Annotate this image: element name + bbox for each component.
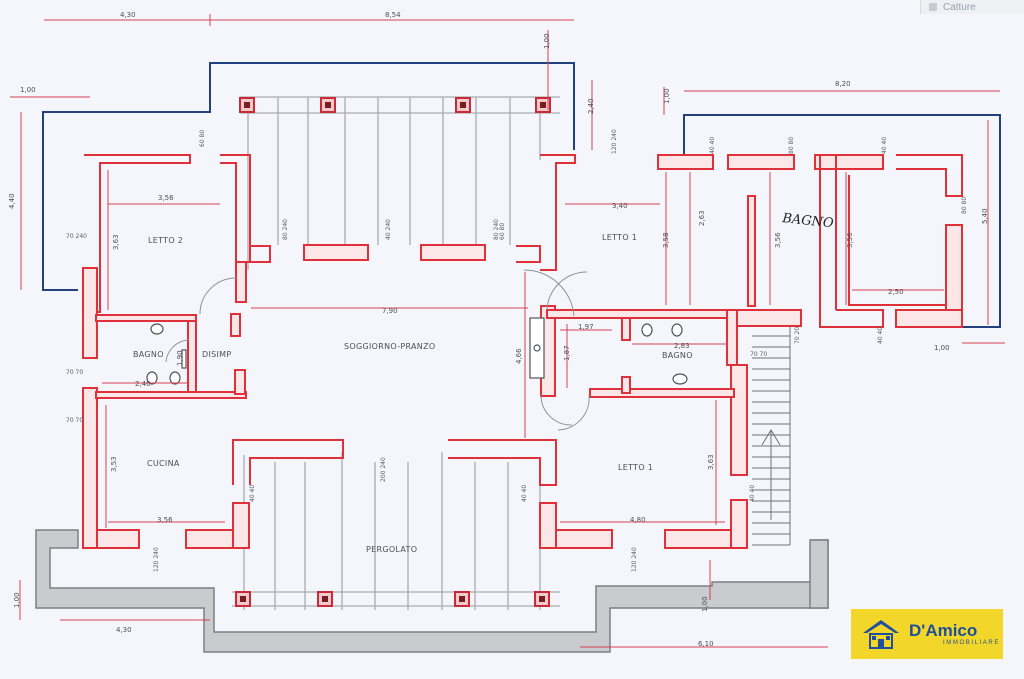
- room-label-letto1-bottom: LETTO 1: [618, 463, 653, 472]
- dim-bottom-left: 4,30: [116, 626, 132, 634]
- staircase: [752, 324, 829, 609]
- opening-label: 40 40: [749, 485, 756, 502]
- dim-letto2-w: 3,56: [158, 194, 174, 202]
- ground-floor-outline: [35, 529, 829, 653]
- dim-540: 5,40: [981, 208, 989, 224]
- window-icon: [929, 3, 937, 11]
- dim-letto2-h: 3,63: [112, 234, 120, 250]
- opening-label: 70 20: [794, 327, 801, 344]
- room-label-bagno-mid: BAGNO: [662, 351, 693, 360]
- opening-label: 80 240: [493, 219, 500, 240]
- logo-subtitle: IMMOBILIARE: [943, 640, 1000, 646]
- logo-name: D'Amico: [909, 621, 978, 640]
- opening-labels: 60 80 80 240 40 240 80 240 120 240 40 40…: [66, 129, 968, 572]
- opening-label: 70 240: [66, 233, 87, 240]
- pillars: [235, 97, 551, 607]
- dimension-lines: [10, 14, 1005, 648]
- opening-label: 120 240: [631, 547, 638, 572]
- opening-label: 120 240: [153, 547, 160, 572]
- terrace-right: [683, 114, 1001, 328]
- opening-label: 200 240: [380, 457, 387, 482]
- dim-letto1b-h: 3,63: [707, 454, 715, 470]
- dim-bagno-mid-w2: 2,83: [674, 342, 690, 350]
- dimension-values: 4,30 8,54 1,00 4,40 1,00 2,40 8,20 1,00 …: [8, 11, 989, 648]
- room-label-letto2: LETTO 2: [148, 236, 183, 245]
- opening-label: 80 80: [961, 197, 968, 214]
- opening-label: 120 240: [611, 129, 618, 154]
- dim-bottom-right: 6,10: [698, 640, 714, 648]
- room-label-cucina: CUCINA: [147, 459, 180, 468]
- room-label-letto1-top: LETTO 1: [602, 233, 637, 242]
- dim-bagno-r-w: 2,50: [888, 288, 904, 296]
- dim-100-right-top: 1,00: [663, 88, 671, 104]
- damico-logo: D'Amico IMMOBILIARE: [851, 609, 1003, 659]
- dim-bagno-mid-w1: 1,97: [578, 323, 594, 331]
- room-label-pergolato: PERGOLATO: [366, 545, 417, 554]
- window-tab[interactable]: Catture: [920, 0, 1024, 14]
- opening-label: 60 80: [499, 223, 506, 240]
- room-label-bagno-handwritten: BAGNO: [781, 211, 835, 231]
- room-label-disimp: DISIMP: [202, 350, 231, 359]
- opening-label: 60 80: [199, 130, 206, 147]
- dim-letto1-h: 3,58: [662, 232, 670, 248]
- dim-bottom-left-h: 1,00: [13, 592, 21, 608]
- dim-top-left: 4,30: [120, 11, 136, 19]
- dim-letto1-h2: 2,63: [698, 210, 706, 226]
- opening-label: 40 240: [385, 219, 392, 240]
- opening-label: 70 70: [66, 417, 83, 424]
- pergola-beams-top: [240, 96, 560, 270]
- opening-label: 70 70: [66, 369, 83, 376]
- dim-right-top: 8,20: [835, 80, 851, 88]
- dim-bottom-right-h: 1,00: [701, 596, 709, 612]
- dim-soggiorno-w: 7,90: [382, 307, 398, 315]
- dim-bagno-mid-h: 1,87: [563, 345, 571, 361]
- dim-bagno-left-w: 2,40: [135, 380, 151, 388]
- dim-bagno-left-h: 1,90: [176, 350, 184, 366]
- opening-label: 40 40: [881, 137, 888, 154]
- dim-cucina-h: 3,53: [110, 456, 118, 472]
- pergola-beams-bottom: [232, 452, 560, 610]
- dim-240-mid: 2,40: [587, 98, 595, 114]
- terrace-left: [42, 62, 575, 291]
- dim-100-right: 1,00: [934, 344, 950, 352]
- opening-label: 40 40: [877, 327, 884, 344]
- opening-label: 40 40: [709, 137, 716, 154]
- opening-label: 70 70: [750, 351, 767, 358]
- dim-bagno-h: 3,56: [774, 232, 782, 248]
- dim-top-mid: 8,54: [385, 11, 401, 19]
- fixtures: [146, 317, 688, 385]
- opening-label: 40 40: [249, 485, 256, 502]
- window-tab-label: Catture: [943, 1, 976, 13]
- doors: [165, 269, 590, 431]
- dim-left-1: 1,00: [20, 86, 36, 94]
- dim-bagno-r-h: 3,56: [846, 232, 854, 248]
- dim-letto1-w: 3,40: [612, 202, 628, 210]
- room-label-soggiorno: SOGGIORNO-PRANZO: [344, 342, 435, 351]
- opening-label: 40 40: [521, 485, 528, 502]
- opening-label: 80 240: [282, 219, 289, 240]
- dim-soggiorno-h: 4,66: [515, 348, 523, 364]
- room-label-bagno-left: BAGNO: [133, 350, 164, 359]
- dim-cucina-w: 3,56: [157, 516, 173, 524]
- dim-left-4: 4,40: [8, 193, 16, 209]
- dim-letto1b-w: 4,80: [630, 516, 646, 524]
- room-labels: LETTO 2 LETTO 1 BAGNO BAGNO DISIMP SOGGI…: [133, 211, 835, 554]
- house-icon: [863, 620, 899, 649]
- dim-100-top: 1,00: [543, 33, 551, 49]
- opening-label: 80 80: [788, 137, 795, 154]
